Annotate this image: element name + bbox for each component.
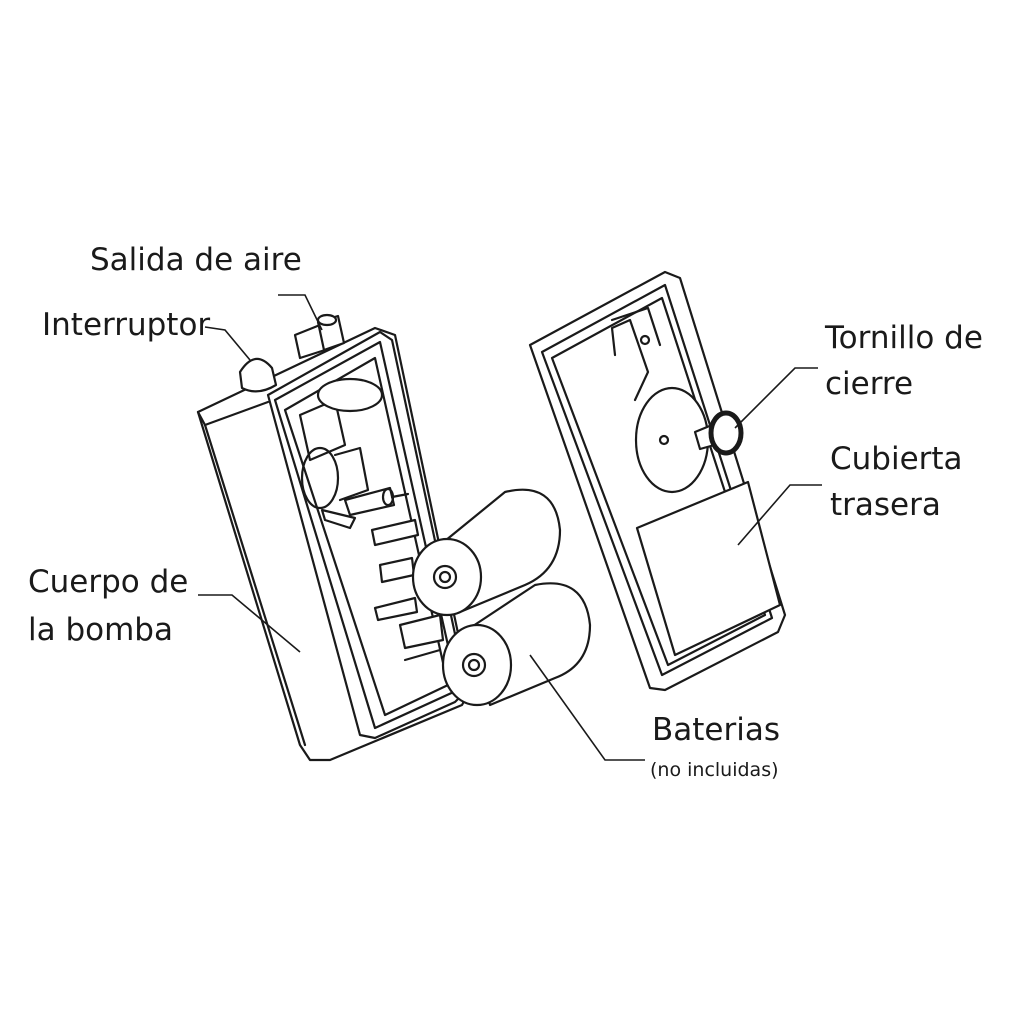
pump-body bbox=[196, 313, 472, 762]
leader-switch bbox=[204, 326, 251, 361]
leader-batteries bbox=[529, 654, 645, 761]
label-switch: Interruptor bbox=[42, 307, 211, 343]
label-air-outlet: Salida de aire bbox=[90, 242, 302, 278]
leader-air-outlet bbox=[278, 294, 323, 331]
leader-screw bbox=[734, 367, 818, 429]
label-body-line1: Cuerpo de bbox=[28, 564, 189, 600]
label-batteries-note: (no incluidas) bbox=[650, 759, 779, 781]
batteries-illustration bbox=[411, 488, 592, 707]
label-cover-line2: trasera bbox=[830, 487, 941, 523]
label-cover-line1: Cubierta bbox=[830, 441, 963, 477]
leader-cover bbox=[737, 484, 822, 546]
back-cover-illustration bbox=[528, 270, 787, 692]
label-batteries: Baterias bbox=[652, 712, 780, 748]
label-screw-line1: Tornillo de bbox=[825, 320, 983, 356]
label-body-line2: la bomba bbox=[28, 612, 173, 648]
leader-body bbox=[198, 594, 301, 653]
label-screw-line2: cierre bbox=[825, 366, 914, 402]
